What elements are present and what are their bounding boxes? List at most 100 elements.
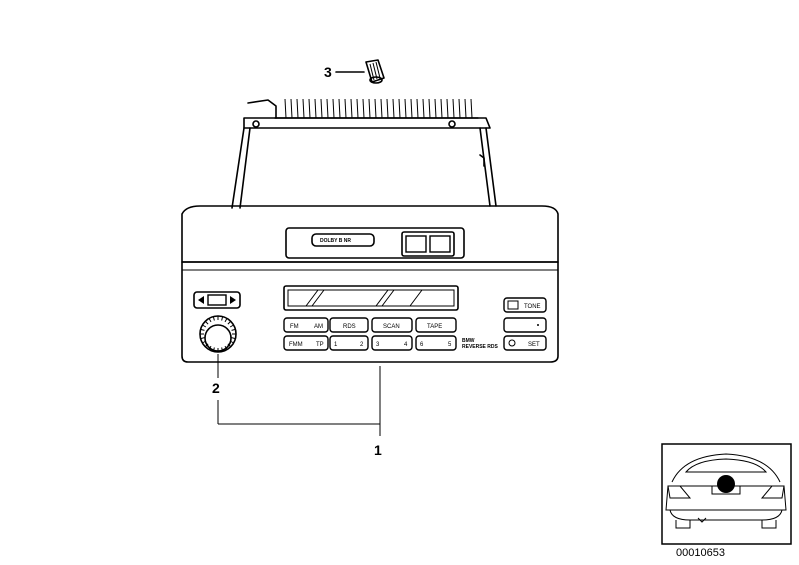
dolby-label: DOLBY B NR	[320, 238, 351, 244]
exhaust	[697, 517, 707, 523]
source-selector	[193, 291, 241, 309]
heat-sink-fin	[422, 98, 425, 119]
tape-button	[415, 317, 457, 333]
radio-housing	[231, 98, 497, 209]
housing-corner-tab	[247, 99, 277, 119]
car-bumper	[669, 509, 783, 521]
fm-label: FM	[290, 324, 299, 330]
location-inset: 00010653	[661, 443, 792, 559]
heat-sink-fin	[458, 98, 461, 119]
heat-sink-fin	[302, 98, 305, 119]
heat-sink-fin	[314, 98, 317, 119]
heat-sink-fin	[404, 98, 407, 119]
knurl-ridge	[212, 316, 215, 321]
knurl-ridge	[200, 337, 205, 340]
am-label: AM	[314, 324, 323, 330]
location-marker	[717, 475, 735, 493]
fmm-tp-button	[283, 335, 329, 351]
heat-sink-fin	[446, 98, 449, 119]
knurl-ridge	[229, 340, 234, 344]
heat-sink-fin	[284, 98, 287, 119]
knurl-ridge	[224, 318, 228, 323]
knurl-ridge	[212, 347, 215, 352]
preset-4-label: 4	[404, 342, 408, 348]
arrow-right-icon	[230, 296, 236, 304]
dolby-badge	[311, 233, 375, 247]
heat-sink-fins	[284, 98, 473, 119]
heat-sink-fin	[464, 98, 467, 119]
scan-label: SCAN	[383, 324, 400, 330]
set-label: SET	[528, 342, 540, 348]
knurl-ridge	[227, 343, 232, 348]
right-bracket	[479, 127, 497, 207]
heat-sink-fin	[332, 98, 335, 119]
heat-sink-fin	[380, 98, 383, 119]
preset-2-label: 2	[360, 342, 364, 348]
knob-knurling	[200, 316, 236, 352]
display-reflection	[305, 289, 423, 307]
callout-2: 2	[212, 380, 220, 396]
screw-body	[365, 59, 385, 83]
screw-thread	[369, 61, 381, 81]
heat-sink-fin	[470, 98, 473, 119]
part-2-volume-knob	[199, 315, 237, 353]
heat-sink-fin	[320, 98, 323, 119]
knurl-ridge	[224, 345, 228, 350]
set-button	[503, 335, 547, 351]
heat-sink-fin	[290, 98, 293, 119]
preset-1-label: 1	[334, 342, 338, 348]
knurl-ridge	[204, 320, 209, 325]
heat-sink-fin	[368, 98, 371, 119]
fmm-label: FMM	[289, 342, 303, 348]
eject-button-group	[401, 231, 455, 257]
heat-sink-fin	[440, 98, 443, 119]
tp-label: TP	[316, 342, 324, 348]
preset-3-4-button	[371, 335, 413, 351]
knob-face	[204, 324, 232, 352]
housing-screw-left	[252, 120, 260, 128]
preset-1-2-button	[329, 335, 369, 351]
display-window	[287, 289, 455, 307]
display-frame	[283, 285, 459, 311]
preset-3-label: 3	[376, 342, 380, 348]
heat-sink-fin	[434, 98, 437, 119]
rds-button	[329, 317, 369, 333]
knurl-ridge	[231, 328, 236, 331]
knurl-ridge	[231, 337, 236, 340]
heat-sink-fin	[452, 98, 455, 119]
blank-button	[503, 317, 547, 333]
left-bracket	[231, 127, 251, 209]
heat-sink-fin	[416, 98, 419, 119]
left-tail-light	[667, 485, 692, 499]
tape-label: TAPE	[427, 324, 442, 330]
car-body	[665, 485, 787, 511]
callout-1: 1	[374, 442, 382, 458]
knurl-ridge	[221, 316, 224, 321]
fm-am-button	[283, 317, 329, 333]
heat-sink-fin	[350, 98, 353, 119]
heat-sink-fin	[398, 98, 401, 119]
tone-icon	[507, 300, 519, 310]
scan-button	[371, 317, 413, 333]
preset-5-label: 5	[448, 342, 452, 348]
cassette-slot-frame	[285, 227, 465, 259]
bracket-clip	[479, 154, 485, 167]
heat-sink-fin	[392, 98, 395, 119]
part-3-screw: 3	[324, 59, 385, 84]
knurl-ridge	[202, 340, 207, 344]
knurl-ridge	[208, 345, 212, 350]
knurl-ridge	[208, 318, 212, 323]
right-tail-light	[760, 485, 785, 499]
tone-label: TONE	[524, 304, 541, 310]
knurl-ridge	[221, 347, 224, 352]
heat-sink-fin	[410, 98, 413, 119]
heat-sink-fin	[326, 98, 329, 119]
rds-label: RDS	[343, 324, 356, 330]
heat-sink-fin	[428, 98, 431, 119]
heat-sink-fin	[362, 98, 365, 119]
heat-sink-fin	[338, 98, 341, 119]
heat-sink-fin	[308, 98, 311, 119]
car-roof	[671, 453, 781, 483]
fast-forward-button	[429, 235, 451, 253]
